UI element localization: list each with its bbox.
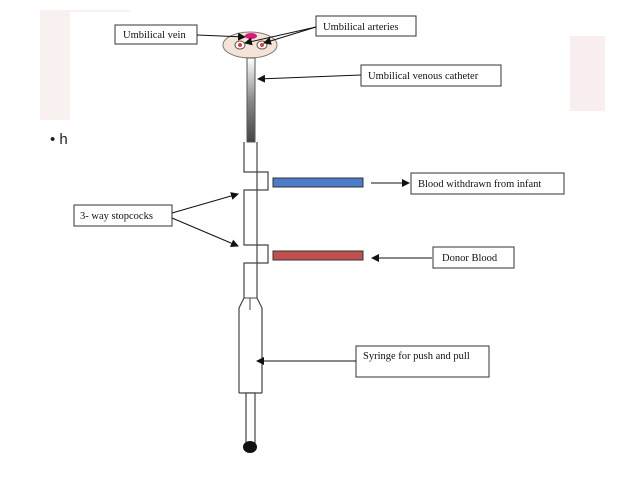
label-text: Blood withdrawn from infant [418, 179, 541, 190]
slide-bullet: • h [50, 131, 68, 148]
label-box [315, 15, 417, 37]
label-stopcocks: 3- way stopcocks [73, 204, 173, 227]
label-box [410, 172, 565, 195]
label-umbilical-venous-catheter: Umbilical venous catheter [360, 64, 502, 87]
label-umbilical-arteries: Umbilical arteries [315, 15, 417, 37]
tubing-right-wall [256, 142, 263, 393]
arrow-artery-left [244, 26, 317, 46]
arrow-stopcock-upper [171, 192, 239, 214]
label-text: Umbilical arteries [323, 22, 399, 33]
slide-bullet-text: h [59, 131, 68, 148]
label-umbilical-vein: Umbilical vein [114, 24, 198, 45]
vein-marker [245, 33, 257, 39]
label-text: Syringe for push and pull [363, 351, 470, 362]
label-box [432, 246, 515, 269]
umbilical-cord [222, 31, 278, 59]
arrow-artery-right [263, 26, 317, 45]
label-donor-blood: Donor Blood [432, 246, 515, 269]
arrow-vein [196, 32, 246, 41]
diagram-panel [70, 12, 570, 470]
donor-blood-line [272, 250, 364, 261]
artery-right-marker [260, 43, 264, 47]
arrow-stopcock-lower [171, 217, 239, 247]
arrow-catheter [257, 74, 362, 83]
label-text: 3- way stopcocks [80, 211, 153, 222]
label-syringe: Syringe for push and pull [355, 345, 490, 378]
label-box [355, 345, 490, 378]
label-box [114, 24, 198, 45]
label-text: Umbilical venous catheter [368, 71, 479, 82]
label-text: Umbilical vein [123, 30, 186, 41]
syringe-plunger [245, 392, 256, 444]
tubing-left-wall [238, 142, 269, 393]
arrows [171, 26, 432, 365]
label-text: Donor Blood [442, 253, 498, 264]
umbilical-venous-catheter [246, 57, 256, 143]
label-blood-withdrawn: Blood withdrawn from infant [410, 172, 565, 195]
syringe-plunger-knob [243, 441, 257, 453]
withdrawn-blood-line [272, 177, 364, 188]
label-box [73, 204, 173, 227]
artery-left-marker [238, 43, 242, 47]
